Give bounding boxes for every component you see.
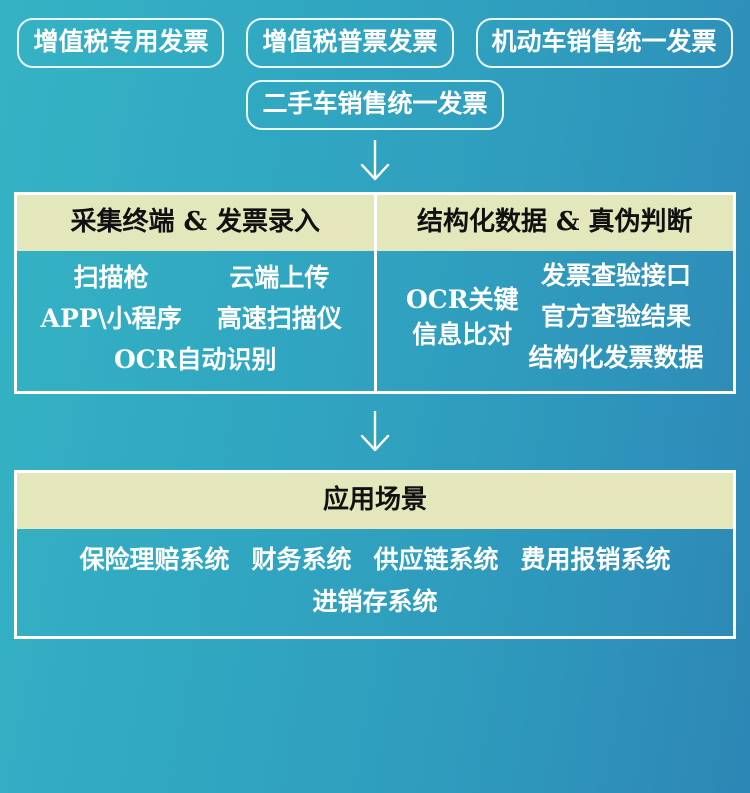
verification-section-header: 结构化数据 & 真伪判断 [376,195,733,251]
capture-item[interactable]: 高速扫描仪 [216,303,342,333]
verification-item[interactable]: 官方查验结果 [540,301,691,331]
flow-arrow-top [0,130,750,192]
verification-section-body: OCR关键 信息比对 发票查验接口 官方查验结果 结构化发票数据 [377,251,734,386]
application-item[interactable]: 进销存系统 [312,586,438,616]
application-item[interactable]: 费用报销系统 [520,545,671,575]
invoice-type-pill[interactable]: 增值税专用发票 [17,18,225,68]
ocr-comparison-line-1: OCR关键 [406,284,519,314]
invoice-type-row-secondary: 二手车销售统一发票 [0,68,750,130]
flow-arrow-bottom [0,394,750,470]
capture-item[interactable]: 云端上传 [229,263,330,292]
arrow-down-icon [360,140,390,181]
capture-section: 采集终端 & 发票录入 扫描枪 云端上传 APP\小程序 高速扫描仪 OCR自动… [17,195,377,392]
capture-section-body: 扫描枪 云端上传 APP\小程序 高速扫描仪 OCR自动识别 [17,251,374,391]
ocr-comparison-line-2: 信息比对 [412,319,513,349]
processing-panel: 采集终端 & 发票录入 扫描枪 云端上传 APP\小程序 高速扫描仪 OCR自动… [14,192,736,395]
invoice-type-pill[interactable]: 增值税普票发票 [246,18,454,68]
verification-section: 结构化数据 & 真伪判断 OCR关键 信息比对 发票查验接口 官方查验结果 结构… [376,195,734,391]
capture-item[interactable]: APP\小程序 [40,303,182,333]
ocr-comparison-label[interactable]: OCR关键 信息比对 [406,282,518,352]
invoice-type-pill[interactable]: 二手车销售统一发票 [246,80,504,130]
capture-item[interactable]: 扫描枪 [73,263,149,292]
application-item[interactable]: 保险理赔系统 [79,545,230,575]
application-panel-body: 保险理赔系统 财务系统 供应链系统 费用报销系统 进销存系统 [17,529,733,636]
capture-section-header: 采集终端 & 发票录入 [17,195,374,251]
invoice-type-pill[interactable]: 机动车销售统一发票 [475,18,733,68]
arrow-down-icon [360,411,390,452]
application-panel: 应用场景 保险理赔系统 财务系统 供应链系统 费用报销系统 进销存系统 [14,470,736,640]
invoice-type-row-primary: 增值税专用发票 增值税普票发票 机动车销售统一发票 [0,0,750,68]
verification-item[interactable]: 结构化发票数据 [528,342,704,372]
verification-item[interactable]: 发票查验接口 [540,261,691,290]
application-item[interactable]: 财务系统 [251,545,352,575]
application-panel-header: 应用场景 [17,473,733,530]
application-item[interactable]: 供应链系统 [373,545,499,575]
verification-item-list: 发票查验接口 官方查验结果 结构化发票数据 [528,259,703,374]
capture-item[interactable]: OCR自动识别 [114,344,277,374]
